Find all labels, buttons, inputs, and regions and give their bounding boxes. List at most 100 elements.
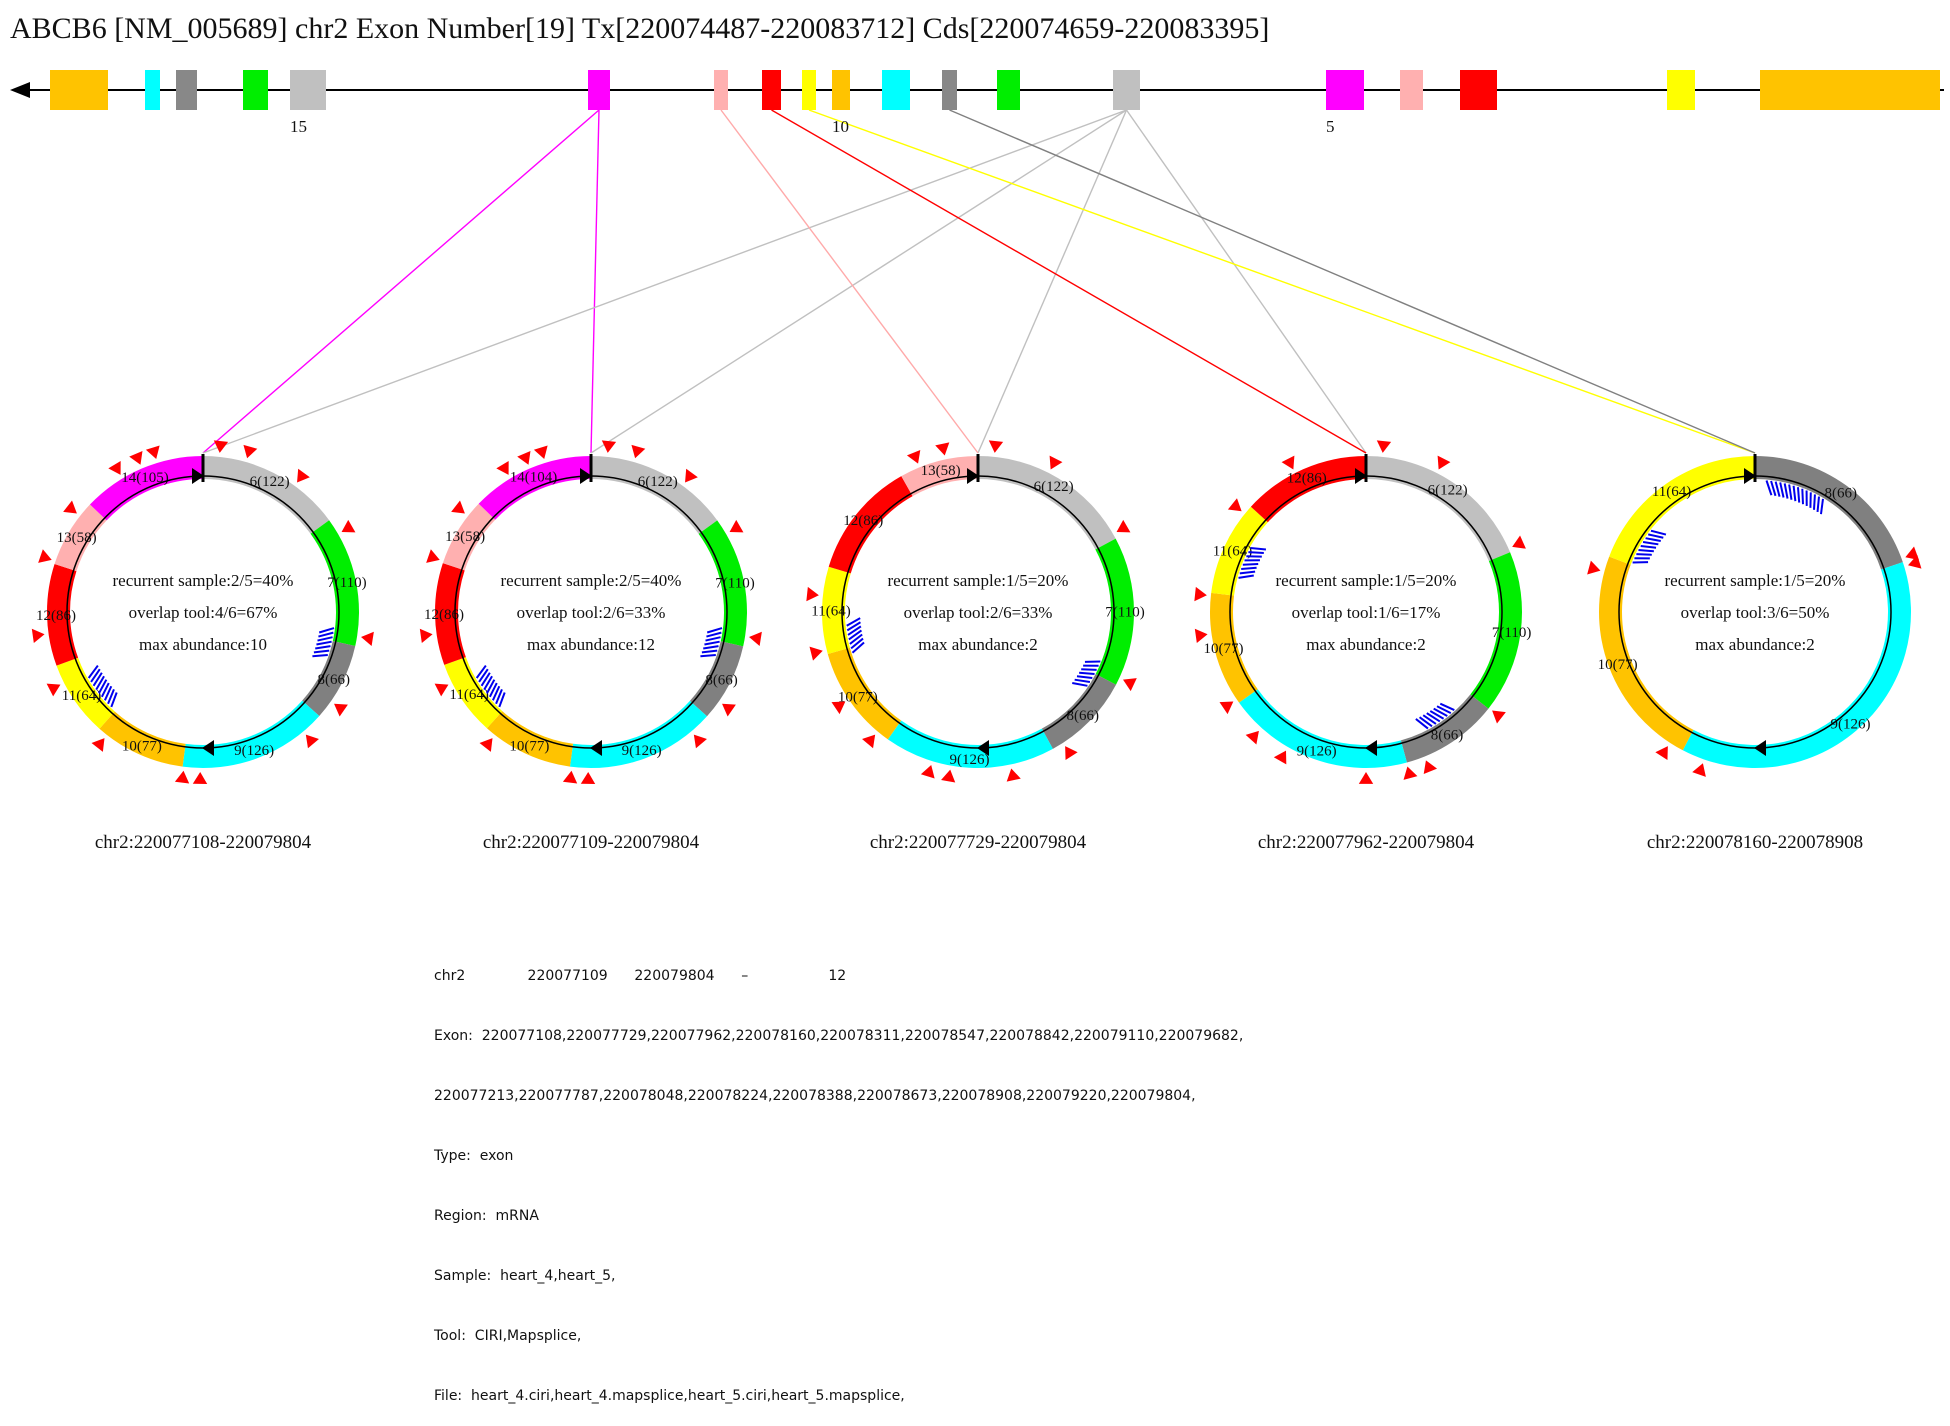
- junction-read-arrow-icon: [1282, 456, 1295, 470]
- circle-stat-text: recurrent sample:1/5=20%: [888, 571, 1069, 590]
- exon-link-line: [1127, 110, 1367, 453]
- exon-segment-label: 7(110): [327, 575, 366, 591]
- junction-read-arrow-icon: [92, 738, 105, 752]
- junction-read-arrow-icon: [1655, 746, 1667, 760]
- circle-stat-text: max abundance:2: [1695, 635, 1814, 654]
- exon-segment-label: 9(126): [622, 743, 662, 759]
- gene-exon: [882, 70, 910, 110]
- exon-link-line: [978, 110, 1127, 453]
- exon-segment-label: 11(64): [1652, 484, 1691, 500]
- exon-segment-label: 7(110): [1492, 625, 1531, 641]
- read-tick: [707, 628, 722, 632]
- read-tick: [319, 628, 334, 632]
- read-tick: [316, 642, 331, 645]
- junction-read-arrow-icon: [1246, 731, 1259, 745]
- read-tick: [1251, 548, 1266, 549]
- junction-read-arrow-icon: [806, 587, 819, 601]
- exon-link-line: [591, 110, 1127, 453]
- circle-stat-text: max abundance:2: [1306, 635, 1425, 654]
- circle-stat-text: max abundance:2: [918, 635, 1037, 654]
- circle-coordinate-label: chr2:220078160-220078908: [1647, 832, 1863, 853]
- junction-read-arrow-icon: [426, 549, 440, 563]
- gene-exon: [1760, 70, 1940, 110]
- exon-segment: [1755, 456, 1903, 569]
- exon-segment-label: 7(110): [715, 575, 754, 591]
- junction-read-arrow-icon: [334, 704, 348, 717]
- gene-exon: [1326, 70, 1364, 110]
- exon-segment-label: 8(66): [705, 673, 738, 689]
- read-tick: [312, 655, 327, 656]
- exon-segment-label: 8(66): [1431, 728, 1464, 744]
- exon-segment-label: 9(126): [950, 752, 990, 768]
- info-line: Region: mRNA: [434, 1206, 1243, 1226]
- gene-exon: [832, 70, 850, 110]
- junction-read-arrow-icon: [517, 451, 530, 465]
- circle-stat-text: max abundance:10: [139, 635, 267, 654]
- junction-read-arrow-icon: [480, 738, 493, 752]
- junction-read-arrow-icon: [862, 735, 875, 749]
- junction-read-arrow-icon: [1438, 456, 1451, 470]
- read-tick: [1238, 576, 1253, 578]
- read-tick: [849, 630, 862, 639]
- exon-segment-label: 8(66): [1824, 486, 1857, 502]
- read-tick: [1636, 554, 1651, 555]
- circle-stat-text: overlap tool:2/6=33%: [904, 603, 1053, 622]
- read-tick: [706, 633, 721, 637]
- read-tick: [1240, 572, 1255, 574]
- exon-segment-label: 12(86): [424, 607, 464, 623]
- read-tick: [1072, 683, 1087, 686]
- circle-stat-text: recurrent sample:2/5=40%: [113, 571, 294, 590]
- junction-read-arrow-icon: [1123, 678, 1137, 691]
- gene-exon: [588, 70, 610, 110]
- read-tick: [91, 669, 100, 682]
- gene-exon: [243, 70, 268, 110]
- junction-read-arrow-icon: [306, 735, 319, 749]
- circle-stat-text: max abundance:12: [527, 635, 655, 654]
- junction-read-arrow-icon: [563, 771, 577, 784]
- circrna-circle: 6(122)7(110)8(66)9(126)10(77)11(64)12(86…: [420, 440, 762, 853]
- read-tick: [1248, 552, 1263, 553]
- exon-link-line: [950, 110, 1756, 453]
- circle-coordinate-label: chr2:220077962-220079804: [1258, 832, 1475, 853]
- exon-segment-label: 9(126): [1831, 717, 1871, 733]
- exon-segment-label: 6(122): [1034, 479, 1074, 495]
- read-tick: [700, 655, 715, 656]
- diagram-title: ABCB6 [NM_005689] chr2 Exon Number[19] T…: [10, 12, 1269, 45]
- junction-read-arrow-icon: [342, 520, 356, 532]
- junction-read-arrow-icon: [685, 469, 698, 483]
- exon-segment-label: 10(77): [509, 738, 549, 754]
- junction-read-arrow-icon: [907, 450, 920, 464]
- exon-segment-label: 6(122): [638, 474, 678, 490]
- junction-read-arrow-icon: [1492, 711, 1506, 724]
- read-tick: [850, 635, 862, 644]
- exon-segment-label: 9(126): [234, 743, 274, 759]
- junction-read-arrow-icon: [1007, 769, 1021, 782]
- junction-read-arrow-icon: [581, 772, 595, 784]
- circrna-circle: 6(122)7(110)8(66)9(126)10(77)11(64)12(86…: [806, 440, 1144, 853]
- gene-exon: [1667, 70, 1695, 110]
- junction-read-arrow-icon: [451, 501, 465, 514]
- info-line: Sample: heart_4,heart_5,: [434, 1266, 1243, 1286]
- read-tick: [1646, 538, 1661, 541]
- exon-number-label: 5: [1326, 117, 1335, 136]
- junction-read-arrow-icon: [38, 549, 52, 563]
- gene-exon: [714, 70, 728, 110]
- read-tick: [1798, 487, 1799, 502]
- read-tick: [1651, 531, 1666, 535]
- circle-stat-text: overlap tool:2/6=33%: [517, 603, 666, 622]
- junction-read-arrow-icon: [534, 446, 548, 459]
- gene-exon: [1113, 70, 1140, 110]
- gene-exon: [1400, 70, 1423, 110]
- junction-read-arrow-icon: [1220, 701, 1234, 714]
- read-tick: [852, 643, 864, 653]
- junction-read-arrow-icon: [749, 632, 762, 646]
- read-tick: [317, 637, 332, 640]
- junction-read-arrow-icon: [941, 770, 955, 783]
- exon-segment-label: 12(86): [36, 608, 76, 624]
- gene-exon: [50, 70, 108, 110]
- read-tick: [1420, 717, 1432, 726]
- junction-read-arrow-icon: [243, 445, 257, 458]
- read-tick: [702, 651, 717, 653]
- read-tick: [315, 646, 330, 648]
